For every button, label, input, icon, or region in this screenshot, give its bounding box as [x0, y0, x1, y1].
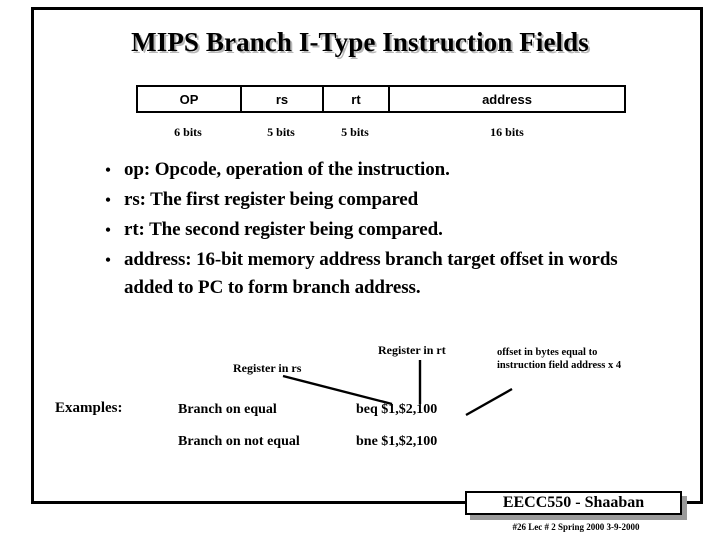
bits-label-op: 6 bits [174, 125, 202, 139]
field-cell-rt: rt [324, 87, 390, 111]
table-row: Branch on equal beq $1,$2,100 [178, 402, 437, 434]
example-instruction: bne $1,$2,100 [356, 434, 438, 449]
examples-table: Branch on equal beq $1,$2,100 Branch on … [178, 402, 437, 466]
list-item: • op: Opcode, operation of the instructi… [92, 156, 652, 184]
field-cell-op: OP [138, 87, 242, 111]
instruction-format-bit-widths: 6 bits 5 bits 5 bits 16 bits [136, 124, 626, 140]
bullet-icon: • [104, 160, 112, 180]
example-description: Branch on not equal [178, 434, 300, 449]
list-item-label: address: 16-bit memory address branch ta… [124, 249, 618, 298]
bullet-icon: • [104, 250, 112, 270]
field-cell-address: address [482, 91, 532, 107]
page-title: MIPS Branch I-Type Instruction Fields [131, 27, 589, 57]
instruction-format-table: OP rs rt address [136, 85, 626, 113]
bullet-icon: • [104, 190, 112, 210]
footer-tick-left-icon [453, 501, 466, 504]
field-description-list: • op: Opcode, operation of the instructi… [92, 156, 652, 304]
footer-tick-right-icon [681, 501, 695, 504]
example-instruction: beq $1,$2,100 [356, 402, 438, 417]
annotation-offset-note: offset in bytes equal to instruction fie… [497, 346, 667, 372]
list-item: • rt: The second register being compared… [92, 216, 652, 244]
annotation-register-in-rs: Register in rs [233, 361, 302, 375]
bits-label-rs: 5 bits [267, 125, 295, 139]
footer-course-label: EECC550 - Shaaban [465, 491, 682, 515]
list-item-label: rt: The second register being compared. [124, 219, 443, 240]
bullet-icon: • [104, 220, 112, 240]
examples-label: Examples: [55, 400, 123, 416]
annotation-offset-note-line2: instruction field address x 4 [497, 360, 622, 371]
table-row: Branch on not equal bne $1,$2,100 [178, 434, 437, 466]
list-item-label: op: Opcode, operation of the instruction… [124, 159, 450, 180]
list-item-label: rs: The first register being compared [124, 189, 419, 210]
list-item: • rs: The first register being compared [92, 186, 652, 214]
annotation-register-in-rt: Register in rt [378, 343, 446, 357]
footer-badge: EECC550 - Shaaban [453, 491, 695, 520]
slide-border-frame [31, 7, 703, 504]
bits-label-rt: 5 bits [341, 125, 369, 139]
field-cell-rs: rs [242, 87, 324, 111]
list-item: • address: 16-bit memory address branch … [92, 246, 652, 302]
annotation-offset-note-line1: offset in bytes equal to [497, 347, 598, 358]
footer-meta-label: #26 Lec # 2 Spring 2000 3-9-2000 [512, 522, 640, 532]
bits-label-address: 16 bits [490, 125, 524, 139]
example-description: Branch on equal [178, 402, 277, 417]
